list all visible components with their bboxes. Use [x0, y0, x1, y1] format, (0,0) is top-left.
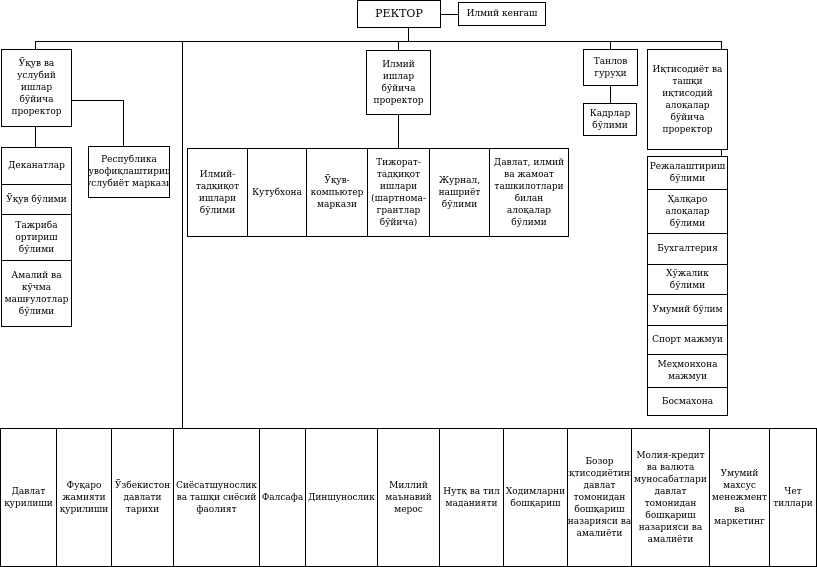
department-philosophy: Фалсафа — [259, 428, 306, 567]
economic-unit-printing: Босмахона — [647, 387, 728, 416]
science-unit-library: Кутубхона — [247, 148, 307, 237]
science-unit-commercial-research: Тижорат-тадқиқот ишлари (шартнома-грантл… — [367, 148, 430, 237]
science-unit-research: Илмий-тадқиқот ишлари бўлими — [187, 148, 248, 237]
connector-science-to-units — [398, 115, 399, 148]
connector-economic-to-units — [721, 150, 722, 156]
personnel-dept-box: Кадрлар бўлими — [583, 103, 637, 136]
economic-unit-general: Умумий бўлим — [647, 294, 728, 326]
department-management-marketing: Умумий махсус менежмент ва маркетинг — [709, 428, 770, 567]
economic-unit-hotel: Меҳмонхона мажмуи — [647, 354, 728, 388]
science-unit-journal: Журнал, нашриёт бўлими — [429, 148, 490, 237]
connector-rector-down — [408, 27, 409, 41]
science-prorector-box: Илмий ишлар бўйича проректор — [366, 50, 431, 115]
connector-study-to-units — [35, 127, 36, 147]
connector-study-to-center-h — [72, 100, 124, 101]
department-market-economy: Бозор иқтисодиётини давлат томонидан бош… — [567, 428, 632, 567]
connector-study-prorector — [35, 41, 36, 49]
republic-center-box: Республика мувофиқлаштириш-услубиёт марк… — [88, 146, 170, 198]
department-uzbek-history: Ўзбекистон давлати тарихи — [111, 428, 174, 567]
connector-study-to-center-v — [123, 100, 124, 146]
study-unit-education: Ўқув бўлими — [1, 184, 72, 215]
study-unit-practical: Амалий ва кўчма машғулотлар бўлими — [1, 260, 72, 327]
department-finance-credit: Молия-кредит ва валюта муносабатлари дав… — [631, 428, 710, 567]
study-unit-deans: Деканатлар — [1, 147, 72, 185]
department-personnel-management: Ходимларни бошқариш — [503, 428, 568, 567]
department-religious-studies: Диншунослик — [305, 428, 378, 567]
connector-rector-council — [440, 14, 459, 15]
economic-unit-household: Хўжалик бўлими — [647, 264, 728, 295]
department-civil-society: Фуқаро жамияти қурилиши — [56, 428, 112, 567]
selection-group-box: Танлов гуруҳи — [583, 49, 638, 86]
connector-science-prorector — [398, 41, 399, 50]
scientific-council-box: Илмий кенгаш — [458, 2, 546, 26]
connector-selection-group — [610, 41, 611, 49]
economic-unit-planning: Режалаштириш бўлими — [647, 156, 728, 190]
economic-unit-sports: Спорт мажмуи — [647, 325, 728, 355]
connector-main-bus — [35, 41, 721, 42]
connector-economic-prorector — [721, 41, 722, 49]
economic-prorector-box: Иқтисодиёт ва ташқи иқтисодий алоқалар б… — [647, 49, 728, 150]
economic-unit-international: Ҳалқаро алоқалар бўлими — [647, 189, 728, 234]
study-unit-experience: Тажриба ортириш бўлими — [1, 214, 72, 261]
rector-box: РЕКТОР — [357, 0, 441, 28]
department-foreign-languages: Чет тиллари — [769, 428, 817, 567]
department-spiritual-heritage: Миллий маънавий мерос — [377, 428, 440, 567]
department-speech-culture: Нутқ ва тил маданияти — [439, 428, 504, 567]
connector-departments — [182, 41, 183, 428]
department-political-science: Сиёсатшунослик ва ташқи сиёсий фаолият — [173, 428, 260, 567]
science-unit-relations: Давлат, илмий ва жамоат ташкилотлари бил… — [489, 148, 569, 237]
connector-selection-to-personnel — [610, 86, 611, 103]
economic-unit-accounting: Бухгалтерия — [647, 233, 728, 265]
science-unit-computer-center: Ўқув-компьютер маркази — [306, 148, 368, 237]
study-prorector-box: Ўқув ва услубий ишлар бўйича проректор — [1, 49, 72, 127]
department-state-building: Давлат қурилиши — [0, 428, 57, 567]
departments-row: Давлат қурилиши Фуқаро жамияти қурилиши … — [0, 428, 817, 567]
